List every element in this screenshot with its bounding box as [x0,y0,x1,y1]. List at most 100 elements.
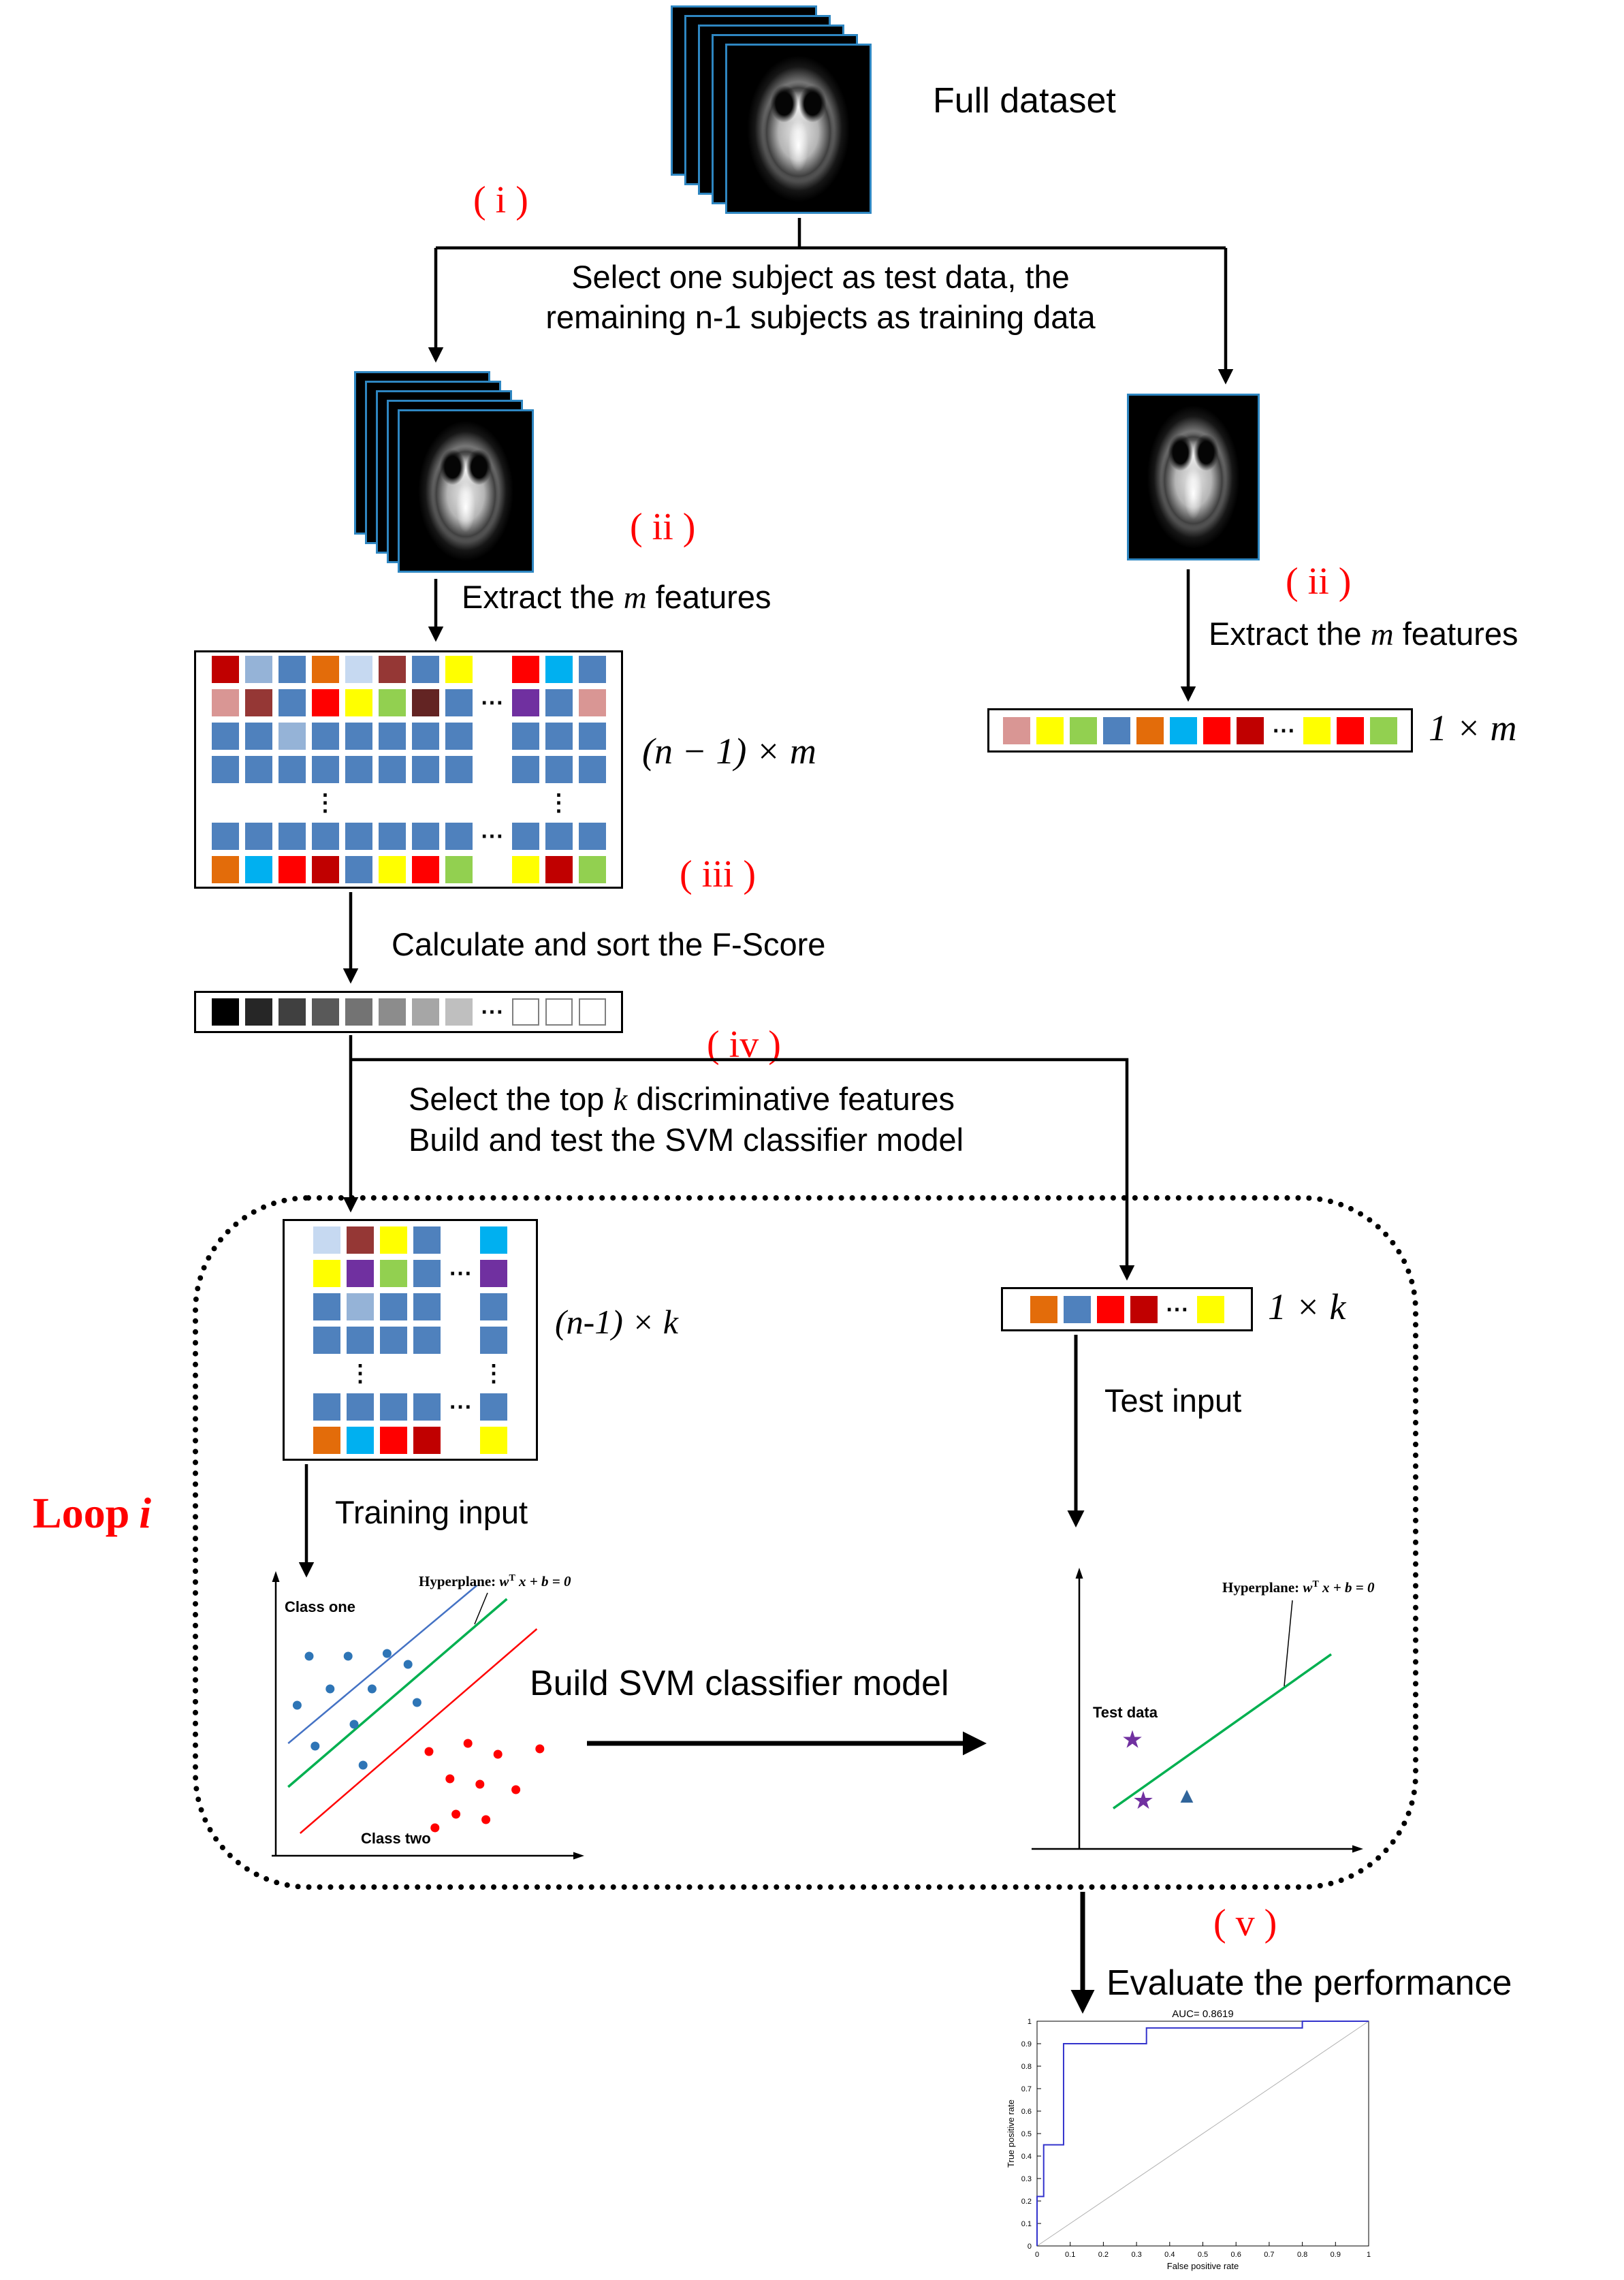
matrix-empty-cell [413,1360,441,1387]
matrix-cell [311,689,339,716]
matrix-cell [347,1293,374,1320]
matrix-cell [244,689,272,716]
axes [1032,1568,1363,1853]
step-i-label: ( i ) [473,179,528,221]
matrix-cell [244,856,272,883]
matrix-cell [380,1259,407,1287]
hyperplane-pointer [474,1592,488,1625]
matrix-cell [380,1226,407,1254]
step-i-text: Select one subject as test data, the rem… [470,257,1171,338]
topk-training-dimension: (n-1) × k [555,1303,678,1341]
ellipsis-vertical: ⋮ [313,790,337,816]
svg-text:0: 0 [1035,2251,1039,2259]
matrix-empty-cell [245,789,272,817]
matrix-cell [244,656,272,683]
hyperplane-line [287,1598,508,1788]
matrix-cell [313,1326,340,1354]
svg-text:0.4: 0.4 [1021,2153,1032,2161]
matrix-cell [378,998,406,1026]
matrix-cell [411,823,439,850]
step-ii-left-text: Extract the m features [462,577,771,618]
svg-text:0.6: 0.6 [1021,2108,1032,2116]
step-iv-line1-post: discriminative features [627,1081,955,1117]
roc-title: AUC= 0.8619 [1172,2009,1233,2020]
test-input-label: Test input [1104,1382,1242,1419]
matrix-cell [1196,1295,1224,1323]
matrix-cell [545,823,573,850]
brain-scan-image [725,44,872,214]
matrix-cell [1203,716,1230,744]
training-input-label: Training input [335,1494,528,1530]
hyperplane-line [1112,1653,1333,1809]
test-feature-vector: ⋯ [987,708,1413,753]
class-one-label: Class one [285,1598,355,1615]
topk-training-matrix: ⋯⋮⋮⋯ [283,1219,538,1461]
matrix-cell [345,856,372,883]
matrix-cell [1036,716,1064,744]
matrix-cell [278,998,306,1026]
ellipsis-horizontal: ⋯ [480,690,504,716]
matrix-cell [378,823,406,850]
matrix-cell [1237,716,1264,744]
svg-text:0.4: 0.4 [1164,2251,1175,2259]
matrix-empty-cell [447,1360,474,1387]
matrix-cell [345,998,372,1026]
matrix-cell [411,723,439,750]
matrix-cell [413,1426,441,1454]
matrix-cell [244,823,272,850]
training-matrix-dimension: (n − 1) × m [642,731,816,772]
matrix-cell [578,723,606,750]
svg-text:0: 0 [1028,2243,1032,2251]
step-ii-right-math: m [1370,617,1394,652]
matrix-cell [311,823,339,850]
matrix-cell [413,1293,441,1320]
svg-text:0.1: 0.1 [1065,2251,1075,2259]
matrix-cell [545,756,573,783]
matrix-cell [313,1293,340,1320]
matrix-cell [1136,716,1164,744]
matrix-cell [411,756,439,783]
roc-xlabel: False positive rate [1167,2261,1239,2271]
matrix-empty-cell [512,789,539,817]
matrix-cell [480,1426,507,1454]
matrix-cell [445,656,473,683]
matrix-cell [347,1426,374,1454]
matrix-cell [511,998,539,1026]
svg-text:0.3: 0.3 [1131,2251,1141,2259]
step-v-text: Evaluate the performance [1106,1963,1512,2003]
ellipsis-horizontal: ⋯ [449,1393,472,1420]
step-ii-left-pre: Extract the [462,579,624,615]
step-ii-left-post: features [646,579,771,615]
step-ii-left-label: ( ii ) [630,506,696,548]
class-two-points [424,1739,545,1833]
matrix-cell [578,998,606,1026]
matrix-empty-cell [447,1293,474,1320]
matrix-empty-cell [380,1360,407,1387]
matrix-cell [211,856,239,883]
matrix-cell [211,689,239,716]
svg-text:0.7: 0.7 [1021,2085,1032,2093]
matrix-cell [311,998,339,1026]
ellipsis-vertical: ⋮ [482,1360,505,1387]
matrix-cell [511,856,539,883]
matrix-cell [545,998,573,1026]
fscore-sorted-vector: ⋯ [194,991,623,1033]
matrix-cell [313,1226,340,1254]
matrix-cell [345,823,372,850]
svg-text:0.8: 0.8 [1021,2063,1032,2071]
ellipsis-horizontal: ⋯ [1272,717,1295,744]
matrix-cell [578,856,606,883]
matrix-empty-cell [479,723,506,750]
matrix-cell [480,1226,507,1254]
matrix-cell [1070,716,1097,744]
matrix-cell [380,1426,407,1454]
matrix-cell [347,1393,374,1421]
step-ii-right-post: features [1393,616,1518,652]
matrix-cell [578,823,606,850]
matrix-empty-cell [447,1327,474,1354]
matrix-cell [445,723,473,750]
matrix-cell [345,689,372,716]
matrix-empty-cell [412,789,439,817]
